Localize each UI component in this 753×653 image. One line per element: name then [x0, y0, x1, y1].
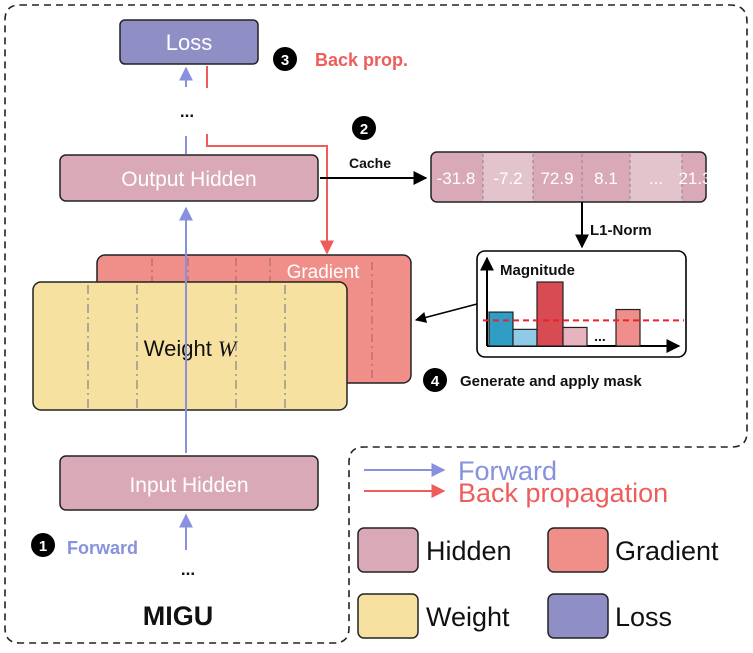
gradient-grid-lines [151, 258, 373, 380]
step1-badge [31, 533, 55, 557]
magnitude-title: Magnitude [500, 262, 575, 279]
magnitude-bar-2 [512, 328, 538, 347]
cache-strip: -31.8 -7.2 72.9 8.1 ... 21.3 [430, 151, 712, 203]
step3-badge [273, 47, 297, 71]
input-hidden-box [59, 455, 319, 511]
legend-gradient-swatch [547, 527, 609, 573]
backprop-path [206, 134, 334, 255]
magnitude-bar-3 [536, 281, 564, 347]
l1-norm-label: L1-Norm [590, 222, 652, 239]
weight-box [32, 281, 348, 411]
cache-value-2: -7.2 [493, 169, 522, 188]
legend-loss-label: Loss [615, 602, 672, 632]
cache-value-3: 72.9 [540, 169, 573, 188]
magnitude-bar-1 [488, 311, 514, 347]
cache-value-4: 8.1 [594, 169, 618, 188]
legend-hidden-swatch [357, 527, 419, 573]
dots-bottom: ... [181, 560, 195, 579]
weight-grid-lines [87, 285, 286, 408]
cache-label: Cache [349, 155, 391, 171]
step3-number: 3 [281, 52, 289, 69]
dashed-outline [4, 4, 748, 644]
legend-backprop-label: Back propagation [458, 478, 668, 508]
cache-value-1: -31.8 [437, 169, 476, 188]
magnitude-ellipsis: ... [594, 328, 606, 344]
loss-box [119, 19, 259, 65]
legend: Forward Back propagation Hidden Gradient… [357, 456, 719, 639]
step4-badge [423, 368, 447, 392]
weight-label-prefix: Weight [144, 336, 218, 361]
legend-hidden-label: Hidden [426, 536, 512, 566]
step1-label: Forward [67, 538, 138, 558]
magnitude-bar-4 [562, 326, 588, 347]
cache-value-5: ... [649, 169, 663, 188]
legend-weight-label: Weight [426, 602, 510, 632]
output-hidden-box [59, 154, 319, 202]
magnitude-chart: Magnitude ... [476, 250, 687, 358]
loss-label: Loss [166, 30, 212, 55]
input-hidden-label: Input Hidden [129, 474, 248, 497]
legend-gradient-label: Gradient [615, 536, 719, 566]
legend-weight-swatch [357, 593, 419, 639]
cache-value-6: 21.3 [678, 169, 711, 188]
output-hidden-label: Output Hidden [121, 168, 256, 191]
mask-arrow [414, 303, 478, 323]
legend-forward-label: Forward [458, 456, 557, 486]
step1-number: 1 [39, 538, 47, 555]
legend-loss-swatch [547, 593, 609, 639]
weight-symbol: W [218, 336, 238, 361]
weight-label: Weight W [144, 336, 238, 361]
step4-label: Generate and apply mask [460, 373, 642, 390]
step2-badge [352, 116, 376, 140]
step3-label: Back prop. [315, 50, 408, 70]
step4-number: 4 [431, 373, 440, 390]
gradient-label: Gradient [287, 262, 361, 283]
diagram-title: MIGU [143, 601, 214, 631]
magnitude-bar-5 [615, 308, 641, 347]
step2-number: 2 [360, 121, 368, 138]
dots-top: ... [180, 102, 194, 121]
